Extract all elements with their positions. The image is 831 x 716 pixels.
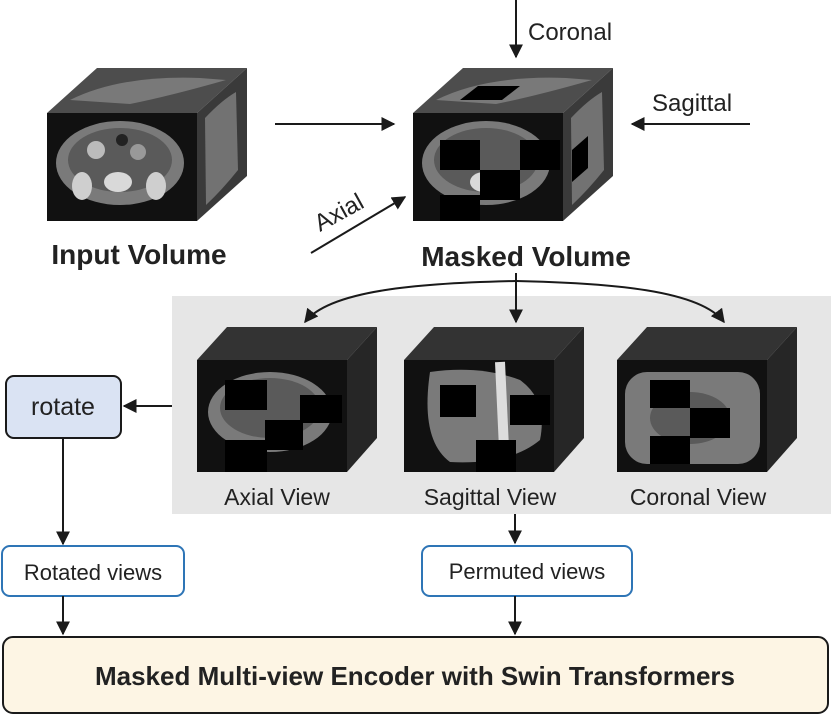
encoder-label: Masked Multi-view Encoder with Swin Tran… — [95, 661, 735, 691]
coronal-view-cube — [617, 327, 797, 472]
permuted-views-box — [421, 545, 633, 597]
sagittal-view-cube — [404, 327, 584, 472]
masked-volume-cube — [413, 68, 613, 221]
branch-arrows — [304, 273, 725, 324]
rotated-views-box — [1, 545, 185, 597]
sagittal-view-label: Sagittal View — [424, 484, 557, 510]
rotated-views-label: Rotated views — [24, 560, 162, 585]
axial-view-cube — [197, 327, 377, 472]
sagittal-label: Sagittal — [652, 90, 732, 117]
arrow-axial — [310, 196, 407, 254]
input-volume-caption: Input Volume — [51, 239, 226, 270]
axial-view-label: Axial View — [224, 484, 330, 510]
masked-volume-caption: Masked Volume — [421, 241, 631, 272]
coronal-view-label: Coronal View — [630, 484, 767, 510]
axial-label: Axial — [310, 188, 369, 237]
rotate-label: rotate — [31, 393, 95, 421]
coronal-label: Coronal — [528, 19, 612, 46]
permuted-views-label: Permuted views — [449, 559, 606, 584]
input-volume-cube — [47, 68, 247, 221]
encoder-box — [2, 636, 829, 714]
